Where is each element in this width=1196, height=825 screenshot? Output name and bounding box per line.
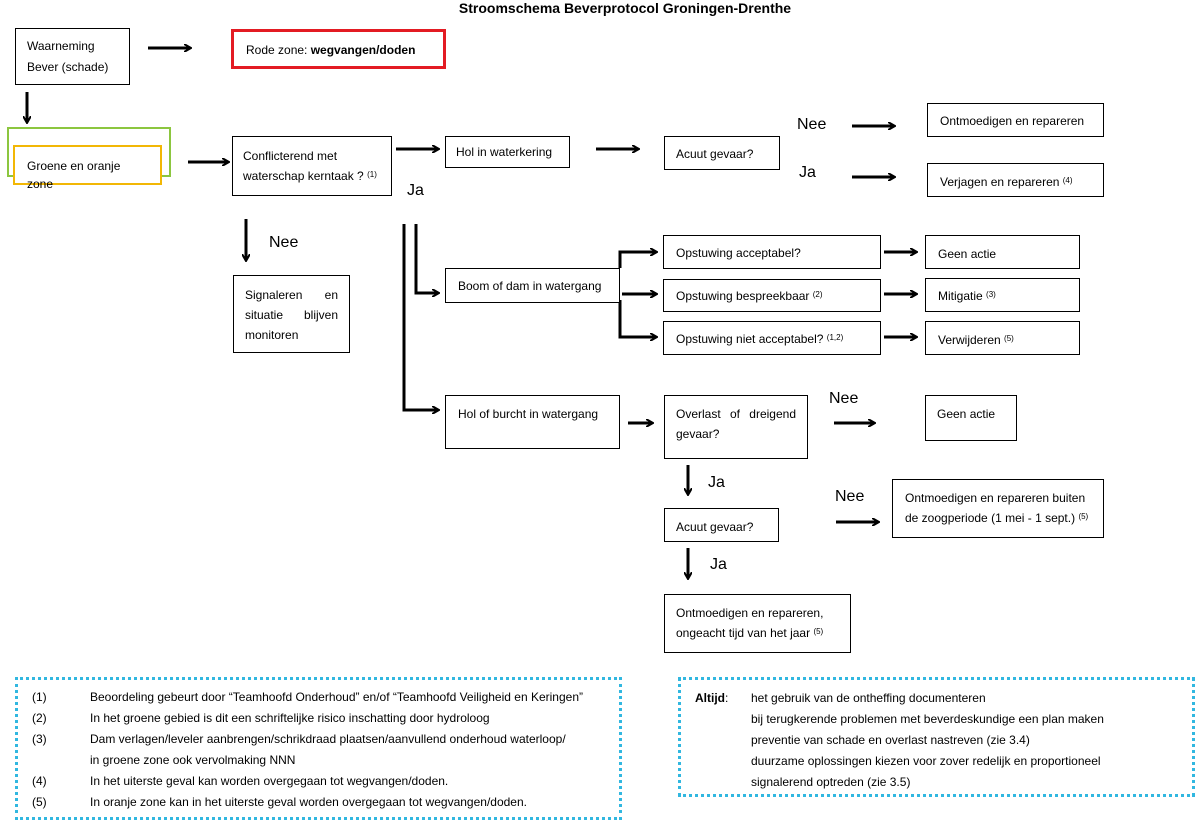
signaleren-text: Signaleren en situatie blijven monitoren — [245, 288, 338, 342]
nee-label: Nee — [269, 234, 299, 251]
opstuwing-niet-text: Opstuwing niet acceptabel? — [676, 332, 824, 346]
altijd-item: preventie van schade en overlast nastrev… — [751, 733, 1030, 747]
ongeacht-text: Ontmoedigen en repareren, ongeacht tijd … — [676, 606, 824, 640]
opstuwing-niet-box: Opstuwing niet acceptabel? (1,2) — [663, 321, 881, 355]
arrow — [402, 224, 438, 410]
footnotes-legend: (1) Beoordeling gebeurt door “Teamhoofd … — [15, 677, 622, 820]
conflicterend-text: Conflicterend met waterschap kerntaak ? — [243, 149, 364, 183]
footnote-text: in groene zone ook vervolmaking NNN — [90, 753, 296, 767]
rode-zone-bold: wegvangen/doden — [310, 43, 416, 57]
ja-label: Ja — [407, 182, 424, 199]
hol-burcht-box: Hol of burcht in watergang — [445, 395, 620, 449]
altijd-row: signalerend optreden (zie 3.5) — [695, 772, 1178, 793]
footnote-ref: (1) — [367, 170, 377, 179]
footnote-ref: (2) — [812, 290, 823, 299]
ontmoedigen-repareren-text: Ontmoedigen en repareren — [940, 114, 1085, 128]
ongeacht-box: Ontmoedigen en repareren, ongeacht tijd … — [664, 594, 851, 653]
opstuwing-bespreekbaar-box: Opstuwing bespreekbaar (2) — [663, 279, 881, 312]
footnote-ref: (5) — [813, 627, 824, 636]
mitigatie-box: Mitigatie (3) — [925, 278, 1080, 312]
altijd-item: het gebruik van de ontheffing documenter… — [751, 691, 986, 705]
waarneming-box: Waarneming Bever (schade) — [15, 28, 130, 85]
geen-actie-2-text: Geen actie — [937, 407, 996, 421]
footnote-number: (1) — [32, 690, 47, 704]
verjagen-box: Verjagen en repareren (4) — [927, 163, 1104, 197]
hol-waterkering-box: Hol in waterkering — [445, 136, 570, 168]
conflicterend-box: Conflicterend met waterschap kerntaak ? … — [232, 136, 392, 196]
opstuwing-bespreekbaar-text: Opstuwing bespreekbaar — [676, 289, 810, 303]
altijd-row: preventie van schade en overlast nastrev… — [695, 730, 1178, 751]
footnote-row: (3) Dam verlagen/leveler aanbrengen/schr… — [32, 729, 605, 750]
overlast-text: Overlast of dreigend gevaar? — [676, 407, 796, 441]
footnote-number: (4) — [32, 774, 47, 788]
footnote-text: In het uiterste geval kan worden overgeg… — [90, 774, 449, 788]
ja-label: Ja — [710, 556, 727, 573]
groene-oranje-box: Groene en oranje zone — [13, 145, 162, 191]
nee-label: Nee — [829, 390, 859, 407]
footnote-ref: (5) — [1004, 334, 1014, 343]
overlast-box: Overlast of dreigend gevaar? — [664, 395, 808, 459]
arrow — [414, 224, 438, 293]
groene-oranje-text: Groene en oranje zone — [27, 159, 121, 191]
acuut-gevaar-1-text: Acuut gevaar? — [676, 147, 754, 161]
footnote-row: (1) Beoordeling gebeurt door “Teamhoofd … — [32, 687, 605, 708]
geen-actie-2-box: Geen actie — [925, 395, 1017, 441]
altijd-row: duurzame oplossingen kiezen voor zover r… — [695, 751, 1178, 772]
buiten-zoogperiode-box: Ontmoedigen en repareren buiten de zoogp… — [892, 479, 1104, 538]
footnote-ref: (5) — [1078, 512, 1089, 521]
ja-label: Ja — [708, 474, 725, 491]
footnote-text: Beoordeling gebeurt door “Teamhoofd Onde… — [90, 690, 583, 704]
acuut-gevaar-2-box: Acuut gevaar? — [664, 508, 779, 542]
footnote-ref: (1,2) — [826, 333, 844, 342]
footnote-text: Dam verlagen/leveler aanbrengen/schrikdr… — [90, 732, 566, 746]
altijd-row: bij terugkerende problemen met beverdesk… — [695, 709, 1178, 730]
altijd-label: Altijd — [695, 691, 725, 705]
hol-burcht-text: Hol of burcht in watergang — [458, 407, 599, 421]
acuut-gevaar-2-text: Acuut gevaar? — [676, 520, 754, 534]
mitigatie-text: Mitigatie — [938, 289, 983, 303]
rode-zone-box: Rode zone: wegvangen/doden — [231, 29, 446, 69]
footnote-text: In oranje zone kan in het uiterste geval… — [90, 795, 527, 809]
footnote-text: In het groene gebied is dit een schrifte… — [90, 711, 490, 725]
footnote-row: (4) In het uiterste geval kan worden ove… — [32, 771, 605, 792]
footnote-number — [32, 750, 90, 771]
footnote-row: (5) In oranje zone kan in het uiterste g… — [32, 792, 605, 813]
altijd-item: bij terugkerende problemen met beverdesk… — [751, 712, 1104, 726]
signaleren-box: Signaleren en situatie blijven monitoren — [233, 275, 350, 353]
ja-label: Ja — [799, 164, 816, 181]
arrow — [618, 252, 656, 268]
boom-dam-box: Boom of dam in watergang — [445, 268, 620, 303]
altijd-item: duurzame oplossingen kiezen voor zover r… — [751, 754, 1101, 768]
nee-label: Nee — [835, 488, 865, 505]
nee-label: Nee — [797, 116, 827, 133]
page-title: Stroomschema Beverprotocol Groningen-Dre… — [458, 0, 792, 16]
footnote-ref: (4) — [1062, 176, 1073, 185]
footnote-number: (2) — [32, 711, 47, 725]
altijd-item: signalerend optreden (zie 3.5) — [751, 775, 911, 789]
verwijderen-text: Verwijderen — [938, 333, 1001, 347]
acuut-gevaar-1-box: Acuut gevaar? — [664, 136, 780, 170]
footnote-row: (2) In het groene gebied is dit een schr… — [32, 708, 605, 729]
hol-waterkering-text: Hol in waterkering — [456, 145, 553, 159]
footnote-row: in groene zone ook vervolmaking NNN — [32, 750, 605, 771]
opstuwing-acceptabel-box: Opstuwing acceptabel? — [663, 235, 881, 269]
geen-actie-1-box: Geen actie — [925, 235, 1080, 269]
verjagen-text: Verjagen en repareren — [940, 175, 1060, 189]
ontmoedigen-repareren-box: Ontmoedigen en repareren — [927, 103, 1104, 137]
altijd-row: Altijd: het gebruik van de ontheffing do… — [695, 688, 1178, 709]
opstuwing-acceptabel-text: Opstuwing acceptabel? — [676, 246, 801, 260]
waarneming-text: Waarneming Bever (schade) — [27, 39, 109, 74]
footnote-number: (5) — [32, 795, 47, 809]
altijd-label-wrap: Altijd: — [695, 691, 729, 705]
boom-dam-text: Boom of dam in watergang — [458, 279, 602, 293]
buiten-zoogperiode-text: Ontmoedigen en repareren buiten de zoogp… — [905, 491, 1086, 525]
arrow — [618, 300, 656, 337]
footnote-number: (3) — [32, 732, 47, 746]
geen-actie-1-text: Geen actie — [938, 247, 997, 261]
altijd-legend: Altijd: het gebruik van de ontheffing do… — [678, 677, 1195, 797]
verwijderen-box: Verwijderen (5) — [925, 321, 1080, 355]
footnote-ref: (3) — [986, 290, 996, 299]
rode-zone-prefix: Rode zone: — [246, 43, 311, 57]
